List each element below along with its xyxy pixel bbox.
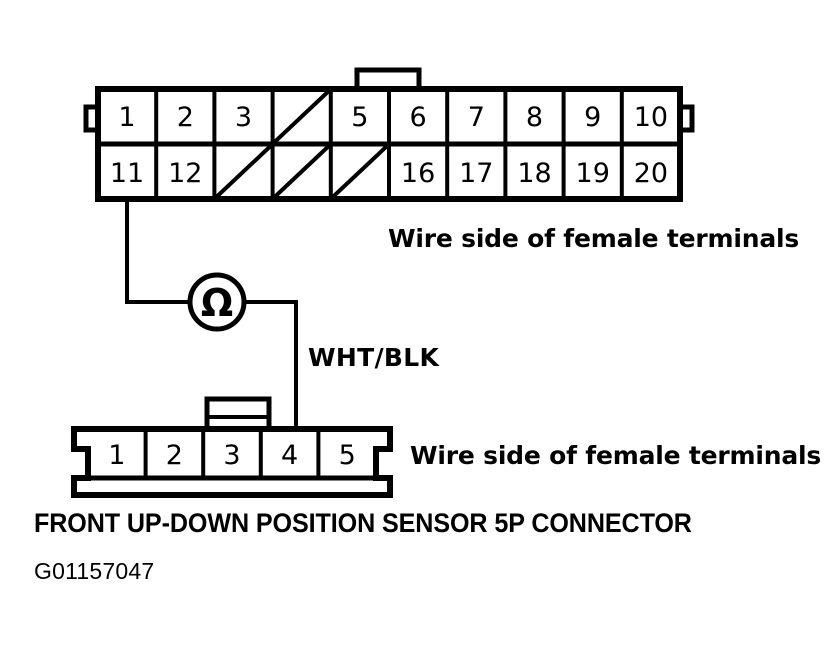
terminal-5: 5 bbox=[351, 102, 368, 133]
terminal-11: 11 bbox=[110, 158, 144, 189]
ohmmeter: Ω bbox=[187, 272, 247, 332]
terminal-10: 10 bbox=[634, 102, 668, 133]
ohm-symbol: Ω bbox=[201, 281, 233, 325]
test-lead-wiring bbox=[125, 199, 298, 431]
connector-20p-empty-cavity-marks bbox=[215, 89, 389, 199]
terminal-6: 6 bbox=[410, 102, 427, 133]
connector-5p: 1 2 3 4 5 bbox=[71, 396, 393, 498]
terminal-18: 18 bbox=[517, 158, 551, 189]
connector-title: FRONT UP-DOWN POSITION SENSOR 5P CONNECT… bbox=[34, 508, 692, 538]
terminal-2: 2 bbox=[177, 102, 194, 133]
connector-5p-cell-dividers bbox=[143, 431, 321, 478]
terminal-20: 20 bbox=[634, 158, 668, 189]
terminal-5p-4: 4 bbox=[281, 440, 298, 471]
terminal-1: 1 bbox=[118, 102, 135, 133]
wire-side-label-5p: Wire side of female terminals bbox=[410, 441, 822, 470]
terminal-8: 8 bbox=[526, 102, 543, 133]
terminal-7: 7 bbox=[468, 102, 485, 133]
terminal-5p-5: 5 bbox=[339, 440, 356, 471]
lead-from-terminal-11 bbox=[125, 199, 189, 304]
figure-id-label: G01157047 bbox=[34, 558, 155, 584]
terminal-5p-3: 3 bbox=[223, 440, 240, 471]
terminal-9: 9 bbox=[584, 102, 601, 133]
connector-20p-row-1-labels: 11 12 16 17 18 19 20 bbox=[110, 158, 668, 189]
connector-20p-cell-dividers bbox=[154, 89, 624, 199]
lead-to-5p-terminal-4 bbox=[245, 300, 298, 431]
connector-20p-row-0-labels: 1 2 3 5 6 7 8 9 10 bbox=[118, 102, 668, 133]
terminal-17: 17 bbox=[459, 158, 493, 189]
terminal-5p-1: 1 bbox=[108, 440, 125, 471]
connector-5p-top-tab bbox=[204, 396, 272, 434]
connector-5p-labels: 1 2 3 4 5 bbox=[108, 440, 356, 471]
wire-side-label-20p: Wire side of female terminals bbox=[388, 224, 800, 253]
connector-20p: 1 2 3 5 6 7 8 9 10 11 12 16 17 18 bbox=[83, 67, 695, 202]
terminal-12: 12 bbox=[168, 158, 202, 189]
terminal-16: 16 bbox=[401, 158, 435, 189]
terminal-5p-2: 2 bbox=[166, 440, 183, 471]
terminal-19: 19 bbox=[576, 158, 610, 189]
terminal-3: 3 bbox=[235, 102, 252, 133]
wire-color-code-label: WHT/BLK bbox=[308, 343, 440, 372]
